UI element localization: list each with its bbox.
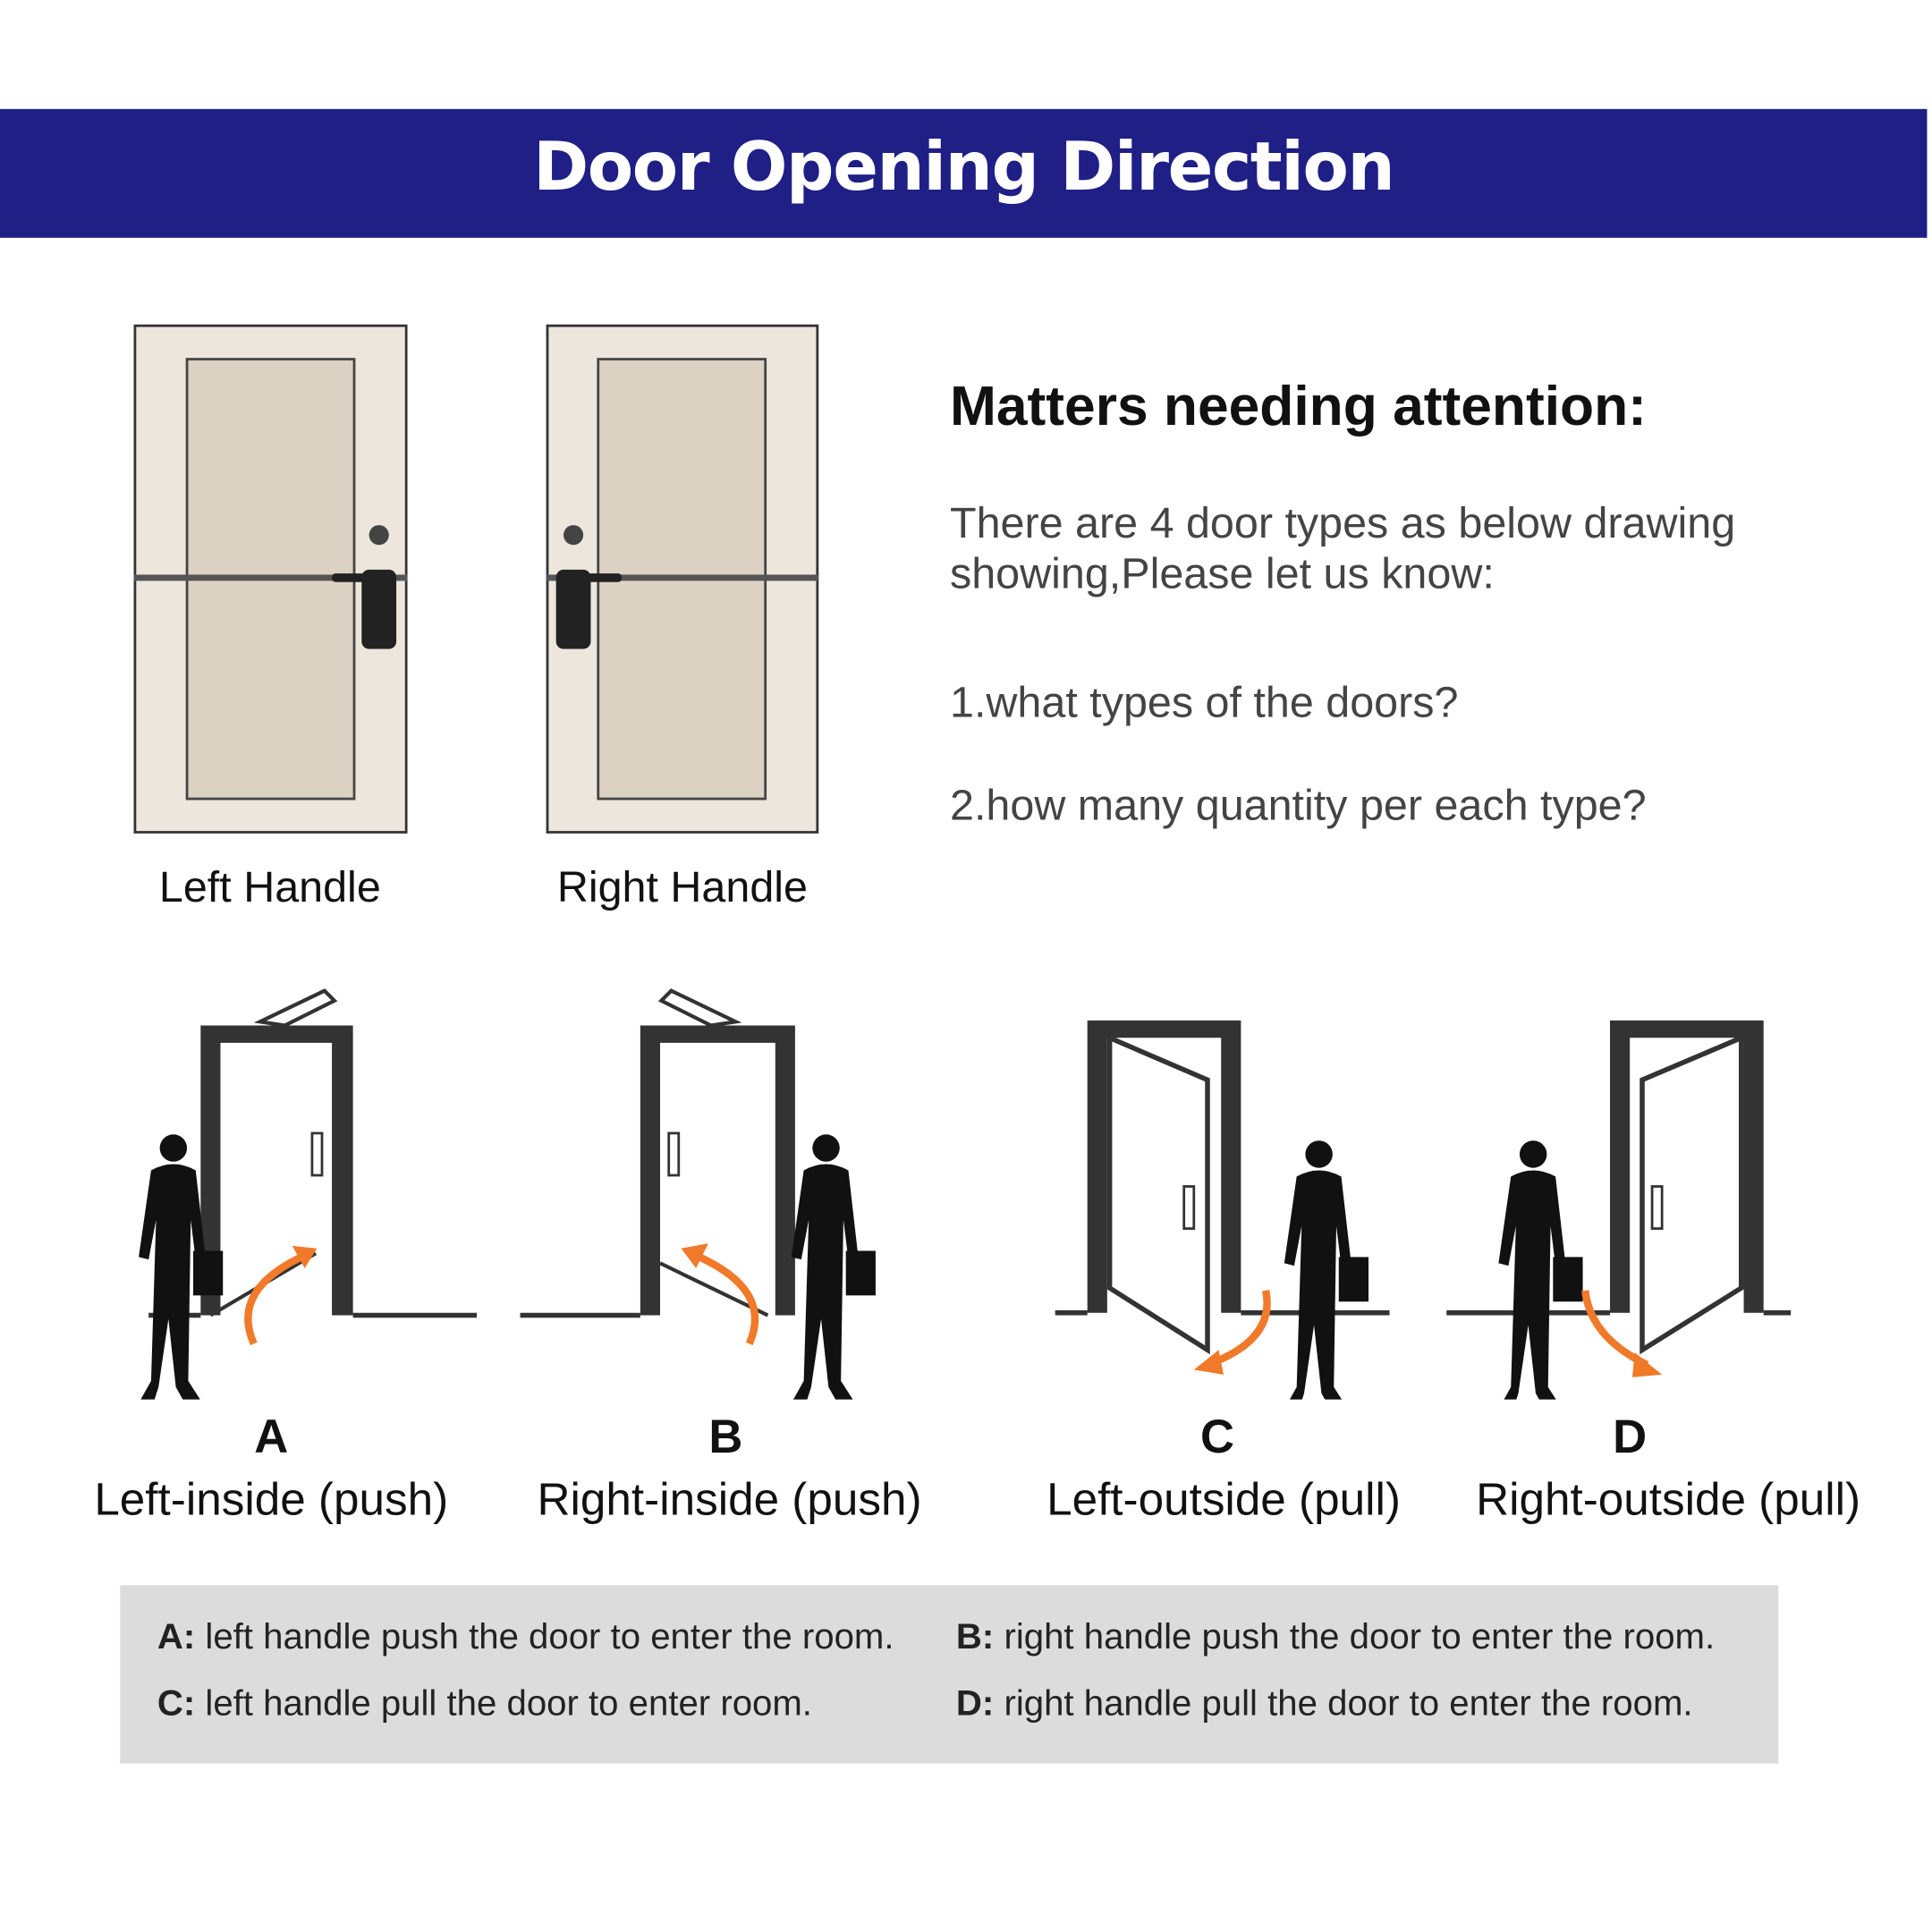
note-text: left handle pull the door to enter room. — [205, 1684, 812, 1724]
note-key: A: — [157, 1617, 196, 1657]
lock-cylinder-icon — [563, 525, 584, 546]
type-d-letter: D — [1613, 1411, 1648, 1464]
type-a-illustration — [133, 988, 478, 1400]
door-rail — [133, 574, 408, 581]
type-b-letter: B — [708, 1411, 743, 1464]
type-b-illustration — [520, 988, 876, 1400]
door-rail — [546, 574, 819, 581]
right-handle-label: Right Handle — [556, 863, 809, 912]
smart-lock-icon — [361, 569, 397, 649]
door-types-illustration — [133, 988, 1792, 1400]
type-c-illustration — [1055, 1020, 1390, 1400]
note-c: C: left handle pull the door to enter ro… — [157, 1684, 812, 1725]
question-2: 2.how many quantity per each type? — [949, 781, 1647, 830]
note-text: left handle push the door to enter the r… — [205, 1617, 894, 1657]
notes-box — [120, 1585, 1779, 1764]
lever-handle-icon — [559, 573, 623, 582]
title-banner — [0, 108, 1928, 238]
note-a: A: left handle push the door to enter th… — [157, 1617, 894, 1658]
type-c-caption: Left-outside (pull) — [1046, 1473, 1401, 1525]
note-b: B: right handle push the door to enter t… — [956, 1617, 1715, 1658]
note-text: right handle pull the door to enter the … — [1004, 1684, 1693, 1724]
type-d-illustration — [1446, 1020, 1792, 1400]
type-a-caption: Left-inside (push) — [94, 1473, 449, 1525]
intro-line-2: showing,Please let us know: — [949, 549, 1495, 598]
type-a-letter: A — [254, 1411, 289, 1464]
note-key: C: — [157, 1684, 196, 1724]
note-text: right handle push the door to enter the … — [1004, 1617, 1716, 1657]
lock-cylinder-icon — [369, 525, 389, 546]
type-d-caption: Right-outside (pull) — [1476, 1473, 1861, 1525]
type-c-letter: C — [1200, 1411, 1235, 1464]
note-key: D: — [955, 1684, 995, 1724]
intro-line-1: There are 4 door types as below drawing — [949, 498, 1736, 547]
page-title: Door Opening Direction — [533, 127, 1395, 206]
left-handle-label: Left Handle — [158, 863, 381, 912]
smart-lock-icon — [555, 569, 591, 649]
note-d: D: right handle pull the door to enter t… — [956, 1684, 1693, 1725]
type-b-caption: Right-inside (push) — [537, 1473, 922, 1525]
attention-heading: Matters needing attention: — [949, 374, 1647, 437]
note-key: B: — [955, 1617, 995, 1657]
question-1: 1.what types of the doors? — [949, 678, 1459, 727]
